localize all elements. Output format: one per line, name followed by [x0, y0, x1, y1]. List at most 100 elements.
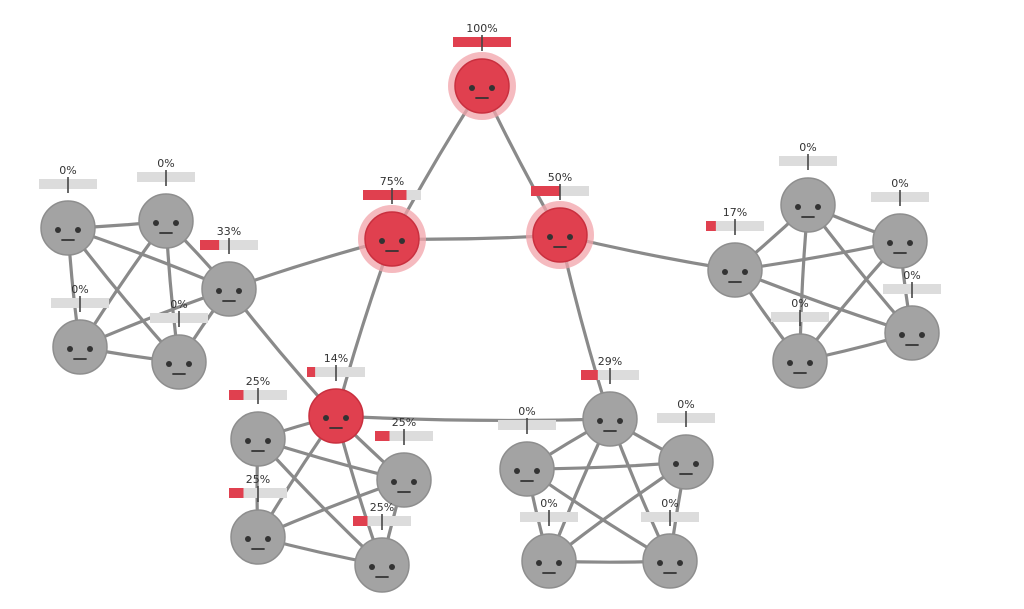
node-progress-top: 100%	[453, 22, 511, 51]
percent-label: 0%	[59, 164, 76, 177]
node-bl-3[interactable]	[230, 509, 286, 565]
left-eye	[323, 415, 329, 421]
infected-person-circle	[454, 58, 510, 114]
node-ll-4[interactable]	[151, 334, 207, 390]
node-br-4[interactable]	[642, 533, 698, 589]
healthy-person-circle	[376, 452, 432, 508]
node-progress-left-hub: 33%	[200, 225, 258, 254]
node-left-red[interactable]	[358, 205, 426, 273]
node-progress-bottom-right-hub: 29%	[581, 355, 639, 384]
right-eye	[677, 560, 683, 566]
healthy-person-circle	[151, 334, 207, 390]
node-progress-bl-3: 25%	[229, 473, 287, 502]
right-eye	[807, 360, 813, 366]
left-eye	[245, 438, 251, 444]
healthy-person-circle	[872, 213, 928, 269]
progress-fill	[581, 370, 598, 380]
percent-label: 0%	[157, 157, 174, 170]
progress-fill	[706, 221, 716, 231]
healthy-person-circle	[40, 200, 96, 256]
infected-person-circle	[364, 211, 420, 267]
node-progress-left-red: 75%	[363, 175, 421, 204]
percent-label: 0%	[661, 497, 678, 510]
node-bl-4[interactable]	[354, 537, 410, 593]
percent-label: 25%	[246, 375, 270, 388]
node-bottom-right-hub[interactable]	[582, 391, 638, 447]
node-right-hub[interactable]	[707, 242, 763, 298]
infected-person-circle	[532, 207, 588, 263]
percent-label: 33%	[217, 225, 241, 238]
node-bl-2[interactable]	[376, 452, 432, 508]
node-br-2[interactable]	[658, 434, 714, 490]
right-eye	[265, 536, 271, 542]
node-progress-ll-3: 0%	[51, 283, 109, 312]
right-eye	[173, 220, 179, 226]
node-bl-1[interactable]	[230, 411, 286, 467]
node-rr-2[interactable]	[872, 213, 928, 269]
right-eye	[742, 269, 748, 275]
node-progress-bl-2: 25%	[375, 416, 433, 445]
node-progress-right-hub: 17%	[706, 206, 764, 235]
healthy-person-circle	[230, 509, 286, 565]
right-eye	[265, 438, 271, 444]
right-eye	[389, 564, 395, 570]
node-ll-3[interactable]	[52, 319, 108, 375]
healthy-person-circle	[521, 533, 577, 589]
percent-label: 50%	[548, 171, 572, 184]
percent-label: 14%	[324, 352, 348, 365]
right-eye	[399, 238, 405, 244]
node-progress-ll-2: 0%	[137, 157, 195, 186]
node-right-red[interactable]	[526, 201, 594, 269]
node-br-3[interactable]	[521, 533, 577, 589]
node-progress-right-red: 50%	[531, 171, 589, 200]
right-eye	[567, 234, 573, 240]
left-eye	[795, 204, 801, 210]
node-top[interactable]	[448, 52, 516, 120]
right-eye	[907, 240, 913, 246]
labels-layer: 100% 75% 50% 14% 33% 17% 29% 0% 0% 0% 0% 0% 0% 0% 0% 25…	[39, 22, 941, 530]
right-eye	[556, 560, 562, 566]
percent-label: 0%	[903, 269, 920, 282]
node-progress-ll-4: 0%	[150, 298, 208, 327]
left-eye	[166, 361, 172, 367]
progress-fill	[200, 240, 220, 250]
percent-label: 75%	[380, 175, 404, 188]
right-eye	[693, 461, 699, 467]
node-left-hub[interactable]	[201, 261, 257, 317]
left-eye	[536, 560, 542, 566]
progress-fill	[363, 190, 407, 200]
node-rr-1[interactable]	[780, 177, 836, 233]
node-rr-4[interactable]	[884, 305, 940, 361]
right-eye	[87, 346, 93, 352]
left-eye	[673, 461, 679, 467]
node-progress-br-3: 0%	[520, 497, 578, 526]
left-eye	[391, 479, 397, 485]
node-ll-2[interactable]	[138, 193, 194, 249]
percent-label: 25%	[370, 501, 394, 514]
healthy-person-circle	[884, 305, 940, 361]
node-br-1[interactable]	[499, 441, 555, 497]
left-eye	[379, 238, 385, 244]
percent-label: 0%	[540, 497, 557, 510]
node-progress-br-1: 0%	[498, 405, 556, 434]
edge-bottom-red-bottom-right-hub	[334, 414, 612, 423]
percent-label: 25%	[246, 473, 270, 486]
right-eye	[534, 468, 540, 474]
left-eye	[67, 346, 73, 352]
node-progress-ll-1: 0%	[39, 164, 97, 193]
healthy-person-circle	[582, 391, 638, 447]
left-eye	[216, 288, 222, 294]
percent-label: 0%	[799, 141, 816, 154]
node-ll-1[interactable]	[40, 200, 96, 256]
left-eye	[514, 468, 520, 474]
node-bottom-red[interactable]	[308, 388, 364, 444]
node-progress-rr-3: 0%	[771, 297, 829, 326]
percent-label: 100%	[466, 22, 497, 35]
right-eye	[236, 288, 242, 294]
node-rr-3[interactable]	[772, 333, 828, 389]
healthy-person-circle	[201, 261, 257, 317]
left-eye	[899, 332, 905, 338]
left-eye	[722, 269, 728, 275]
progress-fill	[307, 367, 316, 377]
right-eye	[75, 227, 81, 233]
